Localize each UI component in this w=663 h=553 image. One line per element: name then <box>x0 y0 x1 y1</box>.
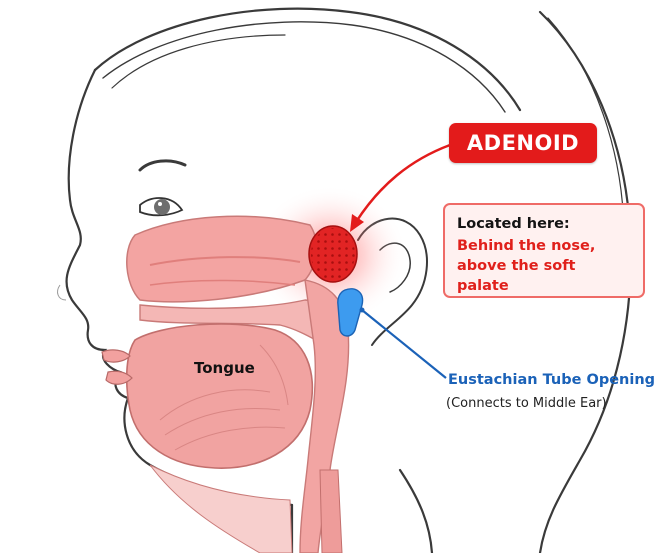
adenoid-texture <box>311 228 355 280</box>
location-detail-line1: Behind the nose, <box>457 236 631 256</box>
adenoid-callout-title: ADENOID <box>467 131 579 155</box>
location-detail-line2: above the soft palate <box>457 256 631 296</box>
location-heading: Located here: <box>457 214 631 234</box>
adenoid-callout-badge: ADENOID <box>449 123 597 163</box>
location-callout-card: Located here: Behind the nose, above the… <box>443 203 645 298</box>
eye <box>140 198 182 215</box>
tongue <box>127 324 313 468</box>
eustachian-tube <box>338 289 363 336</box>
nostril <box>58 285 66 300</box>
tongue-label: Tongue <box>194 359 255 377</box>
airway <box>320 470 342 553</box>
eustachian-label: Eustachian Tube Opening <box>448 372 655 388</box>
eustachian-sublabel: (Connects to Middle Ear) <box>446 396 607 411</box>
jaw-tissue <box>150 465 292 553</box>
